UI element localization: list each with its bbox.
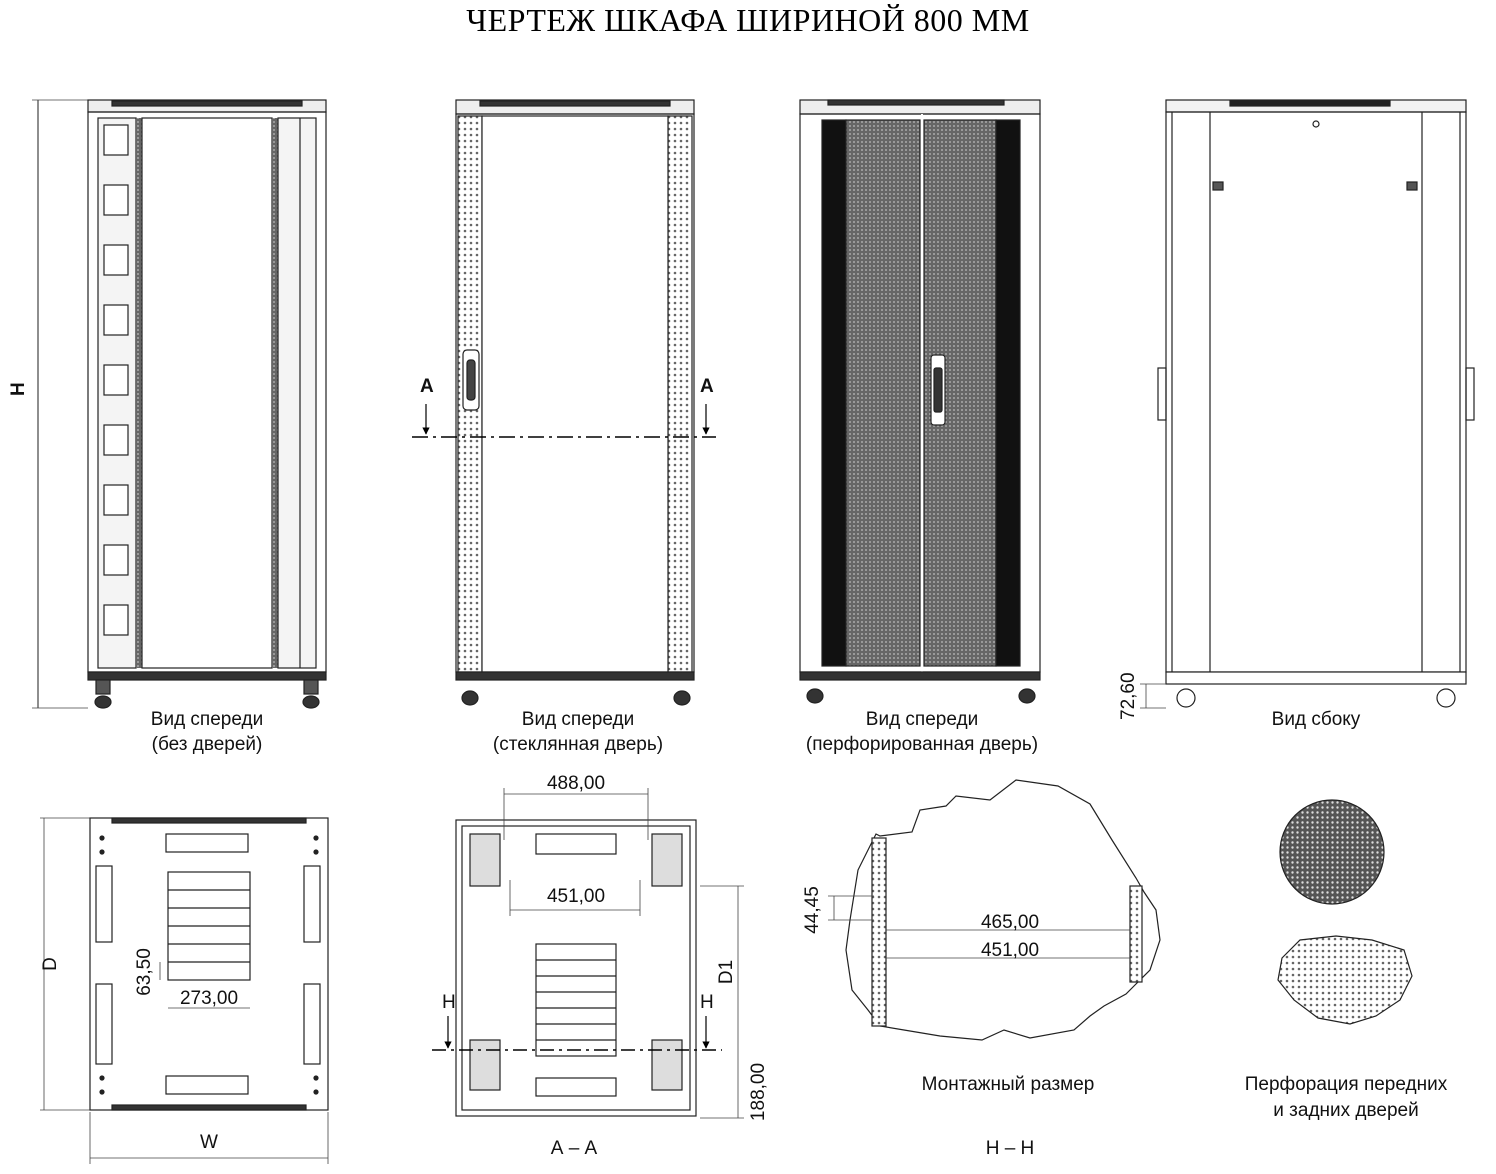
front-view-perforated-door	[799, 99, 1041, 704]
dimension-h: H	[8, 382, 29, 396]
label-side-view: Вид сбоку	[1272, 709, 1361, 730]
label-perforation-2: и задних дверей	[1273, 1100, 1418, 1121]
dimension-aa-488: 488,00	[547, 773, 605, 794]
dimension-w: W	[200, 1132, 218, 1153]
label-front-perforated-2: (перфорированная дверь)	[806, 734, 1038, 755]
front-view-no-doors	[32, 99, 327, 709]
section-mark-h-left: Н	[442, 992, 456, 1013]
label-mounting: Монтажный размер	[922, 1074, 1095, 1095]
label-front-no-doors-2: (без дверей)	[152, 734, 263, 755]
mounting-section	[828, 779, 1161, 1041]
label-front-glass-1: Вид спереди	[522, 709, 634, 730]
dimension-d1: D1	[716, 960, 737, 984]
dimension-foot-height: 72,60	[1118, 672, 1139, 720]
label-perforation-1: Перфорация передних	[1245, 1074, 1448, 1095]
dimension-inner-width: 273,00	[180, 988, 238, 1009]
section-mark-a-right: А	[700, 376, 714, 397]
front-view-glass-door	[412, 99, 716, 706]
dimension-pitch: 63,50	[134, 948, 155, 996]
label-front-no-doors-1: Вид спереди	[151, 709, 263, 730]
label-section-a-a: А – А	[551, 1138, 598, 1159]
label-front-perforated-1: Вид спереди	[866, 709, 978, 730]
drawing-title: ЧЕРТЕЖ ШКАФА ШИРИНОЙ 800 ММ	[466, 2, 1030, 38]
label-front-glass-2: (стеклянная дверь)	[493, 734, 663, 755]
section-mark-h-right: Н	[700, 992, 714, 1013]
dimension-aa-188: 188,00	[748, 1063, 769, 1121]
side-view	[1140, 99, 1475, 709]
section-mark-a-left: А	[420, 376, 434, 397]
label-section-h-h: Н – Н	[986, 1138, 1035, 1159]
dimension-aa-451: 451,00	[547, 886, 605, 907]
perforation-samples	[1277, 799, 1413, 1025]
section-a-a	[432, 788, 744, 1119]
dimension-mount-451: 451,00	[981, 940, 1039, 961]
dimension-mount-465: 465,00	[981, 912, 1039, 933]
dimension-unit-4445: 44,45	[802, 886, 823, 934]
top-view	[40, 817, 329, 1164]
dimension-d: D	[40, 957, 61, 971]
